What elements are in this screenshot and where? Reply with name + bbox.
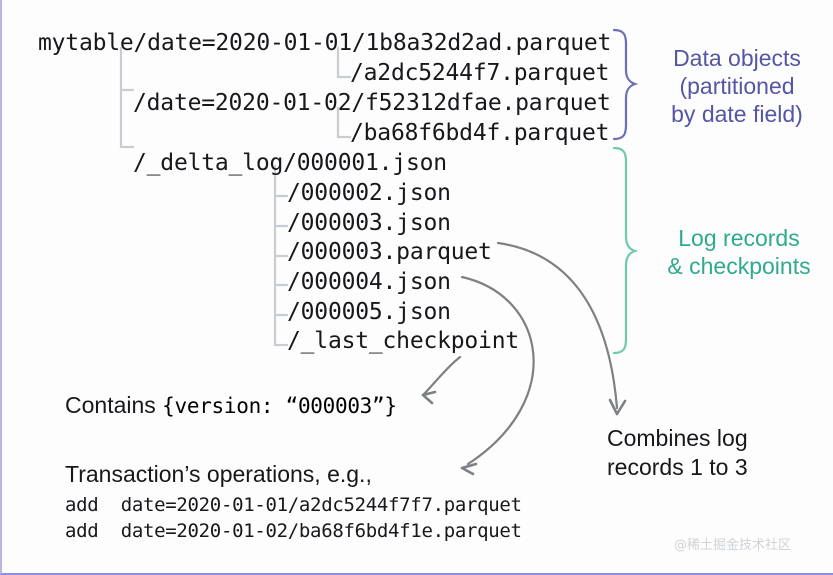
note-transaction-operations: Transaction’s operations, e.g., add date…	[65, 461, 522, 544]
brace-data-objects	[612, 28, 639, 141]
tree-row-000005-json: /000005.json	[287, 299, 451, 325]
arrow-to-contains	[421, 355, 462, 405]
tree-row-000003-parquet: /000003.parquet	[287, 239, 492, 265]
arrow-to-transaction	[460, 275, 535, 476]
tree-row-000002-json: /000002.json	[287, 180, 451, 206]
note-contains: Contains {version: “000003”}	[65, 392, 397, 419]
tree-connectors-log	[273, 164, 289, 347]
note-transaction-line-1: add date=2020-01-01/a2dc5244f7f7.parquet	[65, 494, 522, 516]
note-transaction-line-2: add date=2020-01-02/ba68f6bd4f1e.parquet	[65, 520, 522, 542]
note-contains-value: {version: “000003”}	[162, 394, 397, 418]
label-log-records: Log records & checkpoints	[667, 225, 811, 279]
tree-row-date-2020-01-02: /date=2020-01-02/f52312dfae.parquet	[133, 90, 611, 116]
label-data-objects: Data objects (partitioned by date field)	[671, 45, 803, 127]
brace-log-records	[612, 146, 639, 355]
tree-row-ba68f6bd4f: /ba68f6bd4f.parquet	[350, 120, 610, 146]
tree-row-000004-json: /000004.json	[287, 269, 451, 295]
watermark: @稀土掘金技术社区	[674, 538, 792, 553]
tree-row-delta-log-000001: /_delta_log/000001.json	[133, 150, 447, 176]
tree-row-a2dc5244f7: /a2dc5244f7.parquet	[350, 60, 610, 86]
tree-connectors-level1	[119, 46, 135, 149]
tree-row-mytable: mytable/date=2020-01-01/1b8a32d2ad.parqu…	[38, 30, 612, 56]
note-combines-log-records: Combines log records 1 to 3	[607, 425, 748, 480]
tree-row-last-checkpoint: /_last_checkpoint	[287, 328, 520, 354]
note-transaction-title: Transaction’s operations, e.g.,	[65, 461, 372, 487]
note-contains-prefix: Contains	[65, 392, 163, 418]
tree-row-000003-json: /000003.json	[287, 210, 451, 236]
